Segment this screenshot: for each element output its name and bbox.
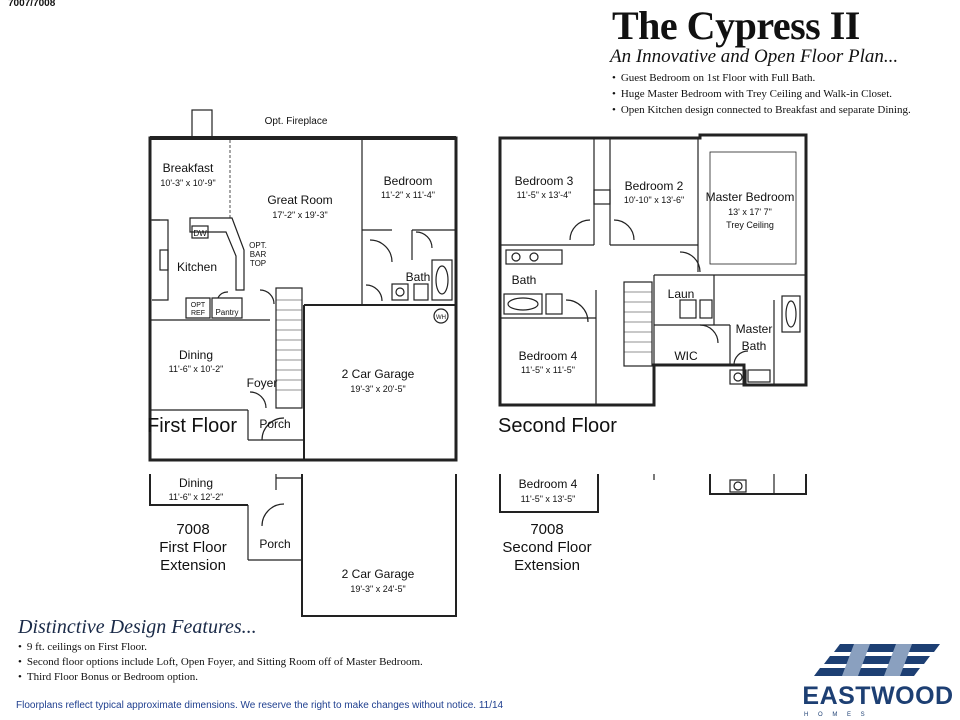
great-room-dims: 17'-2" x 19'-3" [272, 210, 327, 220]
laundry-label: Laun [668, 287, 695, 301]
second-ext-title-2: Second Floor [502, 539, 591, 556]
second-ext-title-1: 7008 [530, 521, 563, 538]
bedroom-dims: 11'-2" x 11'-4" [381, 190, 435, 200]
plan-title: The Cypress II [612, 3, 860, 48]
plan-subtitle: An Innovative and Open Floor Plan... [610, 46, 899, 67]
dining-dims: 11'-6" x 10'-2" [169, 364, 224, 374]
feature-item: Third Floor Bonus or Bedroom option. [18, 670, 423, 685]
wh-label: WH [436, 315, 446, 321]
dining-label: Dining [179, 348, 213, 362]
highlight-list: Guest Bedroom on 1st Floor with Full Bat… [612, 70, 911, 118]
bedroom4-dims: 11'-5" x 11'-5" [521, 365, 575, 375]
bedroom2-label: Bedroom 2 [625, 179, 684, 193]
bedroom-label: Bedroom [384, 174, 433, 188]
breakfast-dims: 10'-3" x 10'-9" [160, 178, 215, 188]
plan-number: 7007/7008 [8, 0, 56, 9]
bedroom3-dims: 11'-5" x 13'-4" [517, 190, 572, 200]
master-bedroom-dims: 13' x 17' 7" [728, 207, 772, 217]
highlight-item: Open Kitchen design connected to Breakfa… [612, 102, 911, 118]
ext-dining-dims: 11'-6" x 12'-2" [169, 492, 224, 502]
feature-item: Second floor options include Loft, Open … [18, 655, 423, 670]
first-ext-title-2: First Floor [159, 539, 227, 556]
brand-tagline: H O M E S [804, 712, 869, 718]
first-ext-title-1: 7008 [176, 521, 209, 538]
bath-label: Bath [406, 270, 431, 284]
wic-label: WIC [674, 349, 698, 363]
first-extension-walls [149, 474, 457, 617]
pantry-label: Pantry [215, 308, 238, 317]
highlight-item: Huge Master Bedroom with Trey Ceiling an… [612, 86, 911, 102]
ext-garage-dims: 19'-3" x 24'-5" [350, 584, 405, 594]
eastwood-logo-icon [814, 644, 940, 676]
garage-dims: 19'-3" x 20'-5" [350, 384, 405, 394]
ext-porch-label: Porch [259, 537, 290, 551]
bedroom4-label: Bedroom 4 [519, 349, 578, 363]
ext-bedroom4-label: Bedroom 4 [519, 477, 578, 491]
porch-label: Porch [259, 417, 290, 431]
ext-dining-label: Dining [179, 476, 213, 490]
disclaimer: Floorplans reflect typical approximate d… [16, 700, 504, 711]
master-bedroom-label: Master Bedroom [706, 190, 795, 204]
opt-bar-top-1: OPT. [249, 241, 267, 250]
kitchen-label: Kitchen [177, 260, 217, 274]
first-floor-walls [148, 109, 458, 462]
bedroom2-dims: 10'-10" x 13'-6" [624, 195, 684, 205]
second-extension-walls [499, 474, 807, 513]
foyer-label: Foyer [247, 376, 278, 390]
opt-bar-top-3: TOP [250, 259, 266, 268]
feature-item: 9 ft. ceilings on First Floor. [18, 640, 423, 655]
garage-label: 2 Car Garage [342, 367, 415, 381]
features-heading: Distinctive Design Features... [18, 616, 257, 638]
master-bath-label-1: Master [736, 322, 773, 336]
ext-bedroom4-dims: 11'-5" x 13'-5" [521, 494, 576, 504]
brand-name: EASTWOOD [802, 682, 954, 710]
first-floor-title: First Floor [147, 415, 237, 437]
opt-ref-2: REF [191, 310, 205, 317]
second-floor-title: Second Floor [498, 415, 617, 437]
trey-ceiling-note: Trey Ceiling [726, 220, 774, 230]
opt-ref-1: OPT [191, 302, 206, 309]
second-ext-title-3: Extension [514, 557, 580, 574]
bedroom3-label: Bedroom 3 [515, 174, 574, 188]
second-floor-walls [498, 133, 808, 407]
dw-label: DW [193, 229, 207, 238]
second-bath-label: Bath [512, 273, 537, 287]
breakfast-label: Breakfast [163, 161, 214, 175]
opt-bar-top-2: BAR [250, 250, 267, 259]
highlight-item: Guest Bedroom on 1st Floor with Full Bat… [612, 70, 911, 86]
great-room-label: Great Room [267, 193, 332, 207]
first-ext-title-3: Extension [160, 557, 226, 574]
opt-fireplace-label: Opt. Fireplace [265, 116, 328, 127]
master-bath-label-2: Bath [742, 339, 767, 353]
ext-garage-label: 2 Car Garage [342, 567, 415, 581]
features-list: 9 ft. ceilings on First Floor. Second fl… [18, 640, 423, 685]
